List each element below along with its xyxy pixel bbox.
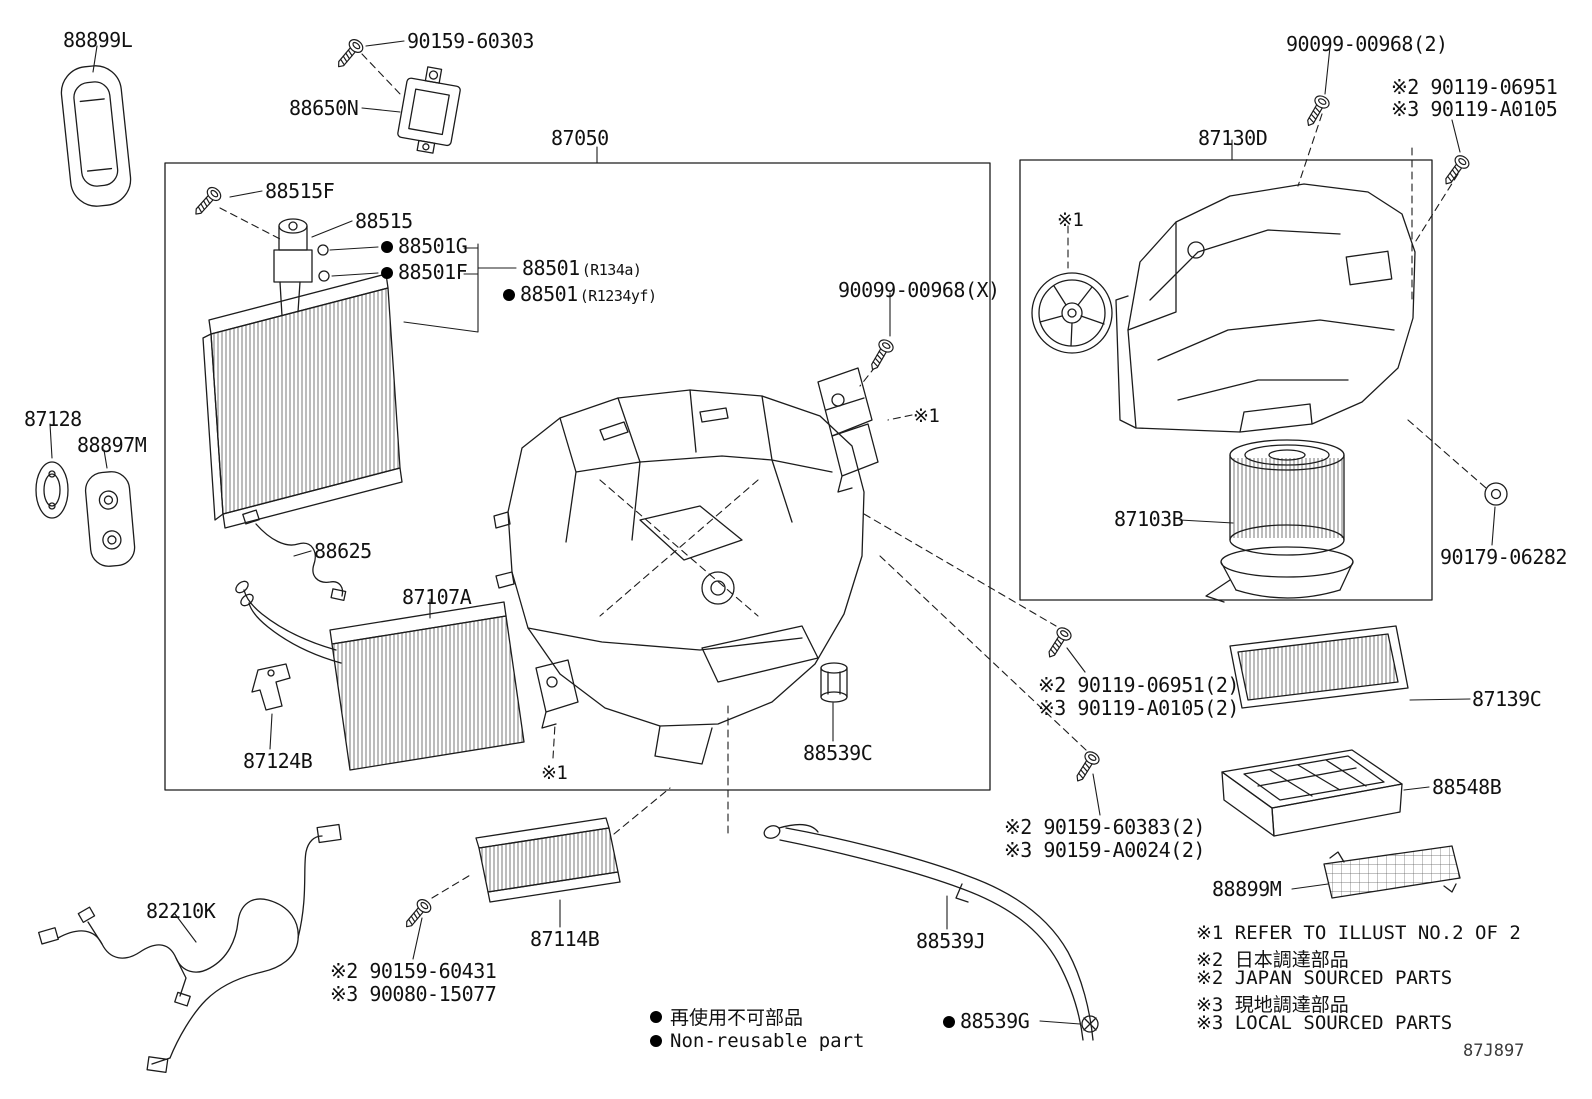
drain-grommet-drawing [1081, 1015, 1099, 1033]
part-label-88539J: 88539J [916, 929, 986, 953]
part-label-88548B: 88548B [1432, 775, 1502, 799]
non-reusable-dot-icon [650, 1035, 662, 1047]
main-assembly-box [164, 162, 991, 791]
note-label-90159-A0024-2: ※3 90159-A0024(2) [1004, 838, 1205, 862]
part-label-88501-r134a: 88501(R134a) [522, 256, 642, 280]
packing-drawing [84, 471, 136, 567]
part-label-87107A: 87107A [402, 585, 472, 609]
part-label-88897M: 88897M [77, 433, 147, 457]
part-label-87130D: 87130D [1198, 126, 1268, 150]
grommet-sub-drawing [1484, 482, 1508, 506]
part-label-88539G: 88539G [960, 1009, 1030, 1033]
thermistor-wire-drawing [242, 509, 347, 601]
part-label-88501-r1234yf: 88501(R1234yf) [520, 282, 657, 306]
diagram-code: 87J897 [1463, 1041, 1525, 1061]
non-reusable-dot-icon [650, 1010, 662, 1023]
leader-lines [49, 40, 1496, 1025]
non-reusable-dot-icon [503, 288, 515, 301]
ref-mark-1-servo: ※1 [913, 405, 940, 427]
air-filter-drawing [475, 817, 621, 903]
screw-88515F-icon [189, 184, 224, 220]
screw-90159-60431-icon [400, 896, 434, 933]
screw-90099-00968X-icon [865, 336, 896, 374]
servo-sub-drawing [535, 659, 579, 729]
part-label-88501F: 88501F [398, 260, 468, 284]
screw-90159-60303-icon [332, 36, 366, 73]
part-label-88501-r1234yf-row: 88501(R1234yf) [503, 284, 657, 305]
hvac-main-unit-drawing [493, 389, 865, 765]
cover-plate-drawing [1323, 845, 1461, 899]
footnote-2-en: ※2 JAPAN SOURCED PARTS [1196, 967, 1453, 989]
part-label-88515F: 88515F [265, 179, 335, 203]
footnote-2-jp: ※2 日本調達部品 [1196, 948, 1349, 971]
part-label-88539G-row: 88539G [943, 1009, 1030, 1033]
part-label-88899L: 88899L [63, 28, 133, 52]
part-label-87124B: 87124B [243, 749, 313, 773]
damper-servo-drawing [817, 367, 879, 493]
grommet-drawing [35, 461, 69, 519]
construction-dashed-lines [219, 53, 1487, 899]
note-label-90080-15077: ※3 90080-15077 [330, 982, 497, 1006]
screw-90159-60383-icon [1070, 748, 1102, 786]
note-label-90119-06951-2: ※2 90119-06951(2) [1038, 673, 1239, 697]
grommet-cover-drawing [60, 65, 132, 207]
note-label-90159-60383-2: ※2 90159-60383(2) [1004, 815, 1205, 839]
heater-core-drawing [235, 580, 525, 771]
part-label-87114B: 87114B [530, 927, 600, 951]
sub-assembly-box [1019, 159, 1433, 601]
footnote-1: ※1 REFER TO ILLUST NO.2 OF 2 [1196, 922, 1521, 944]
screw-90099-00968-2-icon [1301, 92, 1332, 130]
amplifier-drawing [397, 66, 461, 154]
note-label-90159-60431: ※2 90159-60431 [330, 959, 497, 983]
screw-90119-icon [1439, 152, 1472, 189]
note-label-90119-A0105-2: ※3 90119-A0105(2) [1038, 696, 1239, 720]
filter-case-drawing [1221, 749, 1403, 837]
legend-non-reusable-jp: 再使用不可部品 [650, 1003, 803, 1030]
note-label-90119-06951: ※2 90119-06951 [1391, 75, 1558, 99]
part-label-88501G: 88501G [398, 234, 468, 258]
pipe-clamp-drawing [251, 663, 291, 711]
aspirator-drawing [820, 662, 848, 703]
screw-90119-2-icon [1042, 624, 1074, 662]
note-label-90119-A0105: ※3 90119-A0105 [1391, 97, 1558, 121]
part-label-87103B: 87103B [1114, 507, 1184, 531]
footnote-3-en: ※3 LOCAL SOURCED PARTS [1196, 1012, 1453, 1034]
footnote-3-jp: ※3 現地調達部品 [1196, 993, 1349, 1016]
part-label-90099-00968X: 90099-00968(X) [838, 278, 1000, 302]
part-label-88501G-row: 88501G [381, 234, 468, 258]
part-label-87139C: 87139C [1472, 687, 1542, 711]
cabin-filter-drawing [1229, 625, 1409, 709]
evaporator-drawing [202, 273, 403, 529]
fan-drawing [1031, 272, 1113, 354]
ref-mark-1-fan: ※1 [1057, 209, 1084, 231]
part-label-90159-60303: 90159-60303 [407, 29, 534, 53]
legend-non-reusable-en: Non-reusable part [650, 1030, 864, 1052]
part-label-88625: 88625 [314, 539, 372, 563]
part-label-90099-00968-2: 90099-00968(2) [1286, 32, 1448, 56]
hvac-sub-unit-drawing [1115, 183, 1416, 433]
part-label-87050: 87050 [551, 126, 609, 150]
non-reusable-dot-icon [381, 266, 393, 279]
part-label-88539C: 88539C [803, 741, 873, 765]
ref-mark-1-main: ※1 [541, 762, 568, 784]
non-reusable-dot-icon [381, 240, 393, 253]
blower-motor-drawing [1205, 439, 1354, 603]
part-label-82210K: 82210K [146, 899, 216, 923]
wiring-harness-drawing [38, 823, 342, 1073]
part-label-88650N: 88650N [289, 96, 359, 120]
footnotes: ※1 REFER TO ILLUST NO.2 OF 2 ※2 日本調達部品 ※… [1196, 922, 1521, 1035]
part-label-88501F-row: 88501F [381, 260, 468, 284]
part-label-88515: 88515 [355, 209, 413, 233]
expansion-valve-drawing [273, 218, 330, 317]
drain-hose-drawing [763, 823, 1094, 1041]
part-label-88899M: 88899M [1212, 877, 1282, 901]
part-label-87128: 87128 [24, 407, 82, 431]
part-label-90179-06282: 90179-06282 [1440, 545, 1567, 569]
non-reusable-dot-icon [943, 1015, 955, 1028]
